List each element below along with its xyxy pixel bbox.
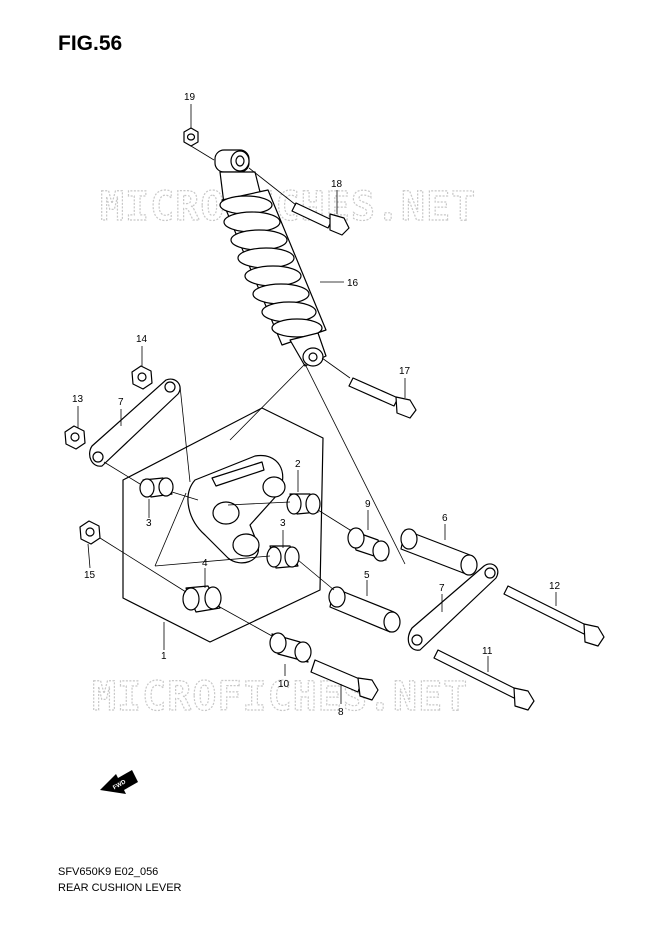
part-7-link-left <box>89 378 181 467</box>
leader-lines <box>77 104 557 704</box>
callout-6: 6 <box>442 513 448 524</box>
callout-7-left: 7 <box>118 397 124 408</box>
callout-4: 4 <box>202 558 208 569</box>
callout-2: 2 <box>295 459 301 470</box>
part-10-collar <box>269 632 312 663</box>
callout-7-right: 7 <box>439 583 445 594</box>
part-9-collar <box>347 527 390 562</box>
fwd-arrow-icon: FWD <box>100 770 138 794</box>
part-12-bolt <box>503 585 605 647</box>
callout-1: 1 <box>161 651 167 662</box>
callout-17: 17 <box>399 366 411 377</box>
callout-11: 11 <box>482 646 493 657</box>
part-7-link-right <box>407 563 499 651</box>
figure-code: SFV650K9 E02_056 <box>58 866 159 878</box>
figure-footer: SFV650K9 E02_056 REAR CUSHION LEVER <box>58 864 181 896</box>
figure-title: FIG.56 <box>58 32 123 55</box>
callout-8: 8 <box>338 707 344 718</box>
part-18-bolt <box>291 202 350 236</box>
callout-13: 13 <box>72 394 84 405</box>
part-11-bolt <box>433 649 535 711</box>
part-13-nut <box>64 425 86 450</box>
part-8-bolt <box>310 659 379 701</box>
part-14-nut <box>131 365 153 390</box>
callout-18: 18 <box>331 179 343 190</box>
part-15-nut <box>79 520 101 545</box>
callout-9: 9 <box>365 499 371 510</box>
callout-3-upper: 3 <box>146 518 152 529</box>
part-16-shock-absorber <box>214 149 327 367</box>
callout-16: 16 <box>347 278 359 289</box>
callout-10: 10 <box>278 679 290 690</box>
part-4-bearing <box>182 585 222 613</box>
callout-19: 19 <box>184 92 196 103</box>
callout-12: 12 <box>549 581 561 592</box>
part-1-cushion-lever <box>187 454 286 564</box>
part-5-spacer <box>328 586 401 633</box>
callout-14: 14 <box>136 334 148 345</box>
part-19-nut <box>183 127 199 147</box>
watermark-top: MICROFICHES.NET <box>100 184 476 230</box>
callout-labels: 19 18 16 14 17 13 7 2 3 9 6 3 15 4 5 7 1… <box>72 92 561 718</box>
callout-3-lower: 3 <box>280 518 286 529</box>
part-17-bolt <box>348 377 417 419</box>
callout-5: 5 <box>364 570 370 581</box>
part-6-spacer <box>400 528 478 576</box>
callout-15: 15 <box>84 570 96 581</box>
part-2-bearing <box>286 493 321 515</box>
part-3-bearing-upper <box>139 477 174 498</box>
watermark-bottom: MICROFICHES.NET <box>92 674 468 720</box>
part-3-bearing-lower <box>266 545 300 569</box>
figure-caption: REAR CUSHION LEVER <box>58 882 182 894</box>
